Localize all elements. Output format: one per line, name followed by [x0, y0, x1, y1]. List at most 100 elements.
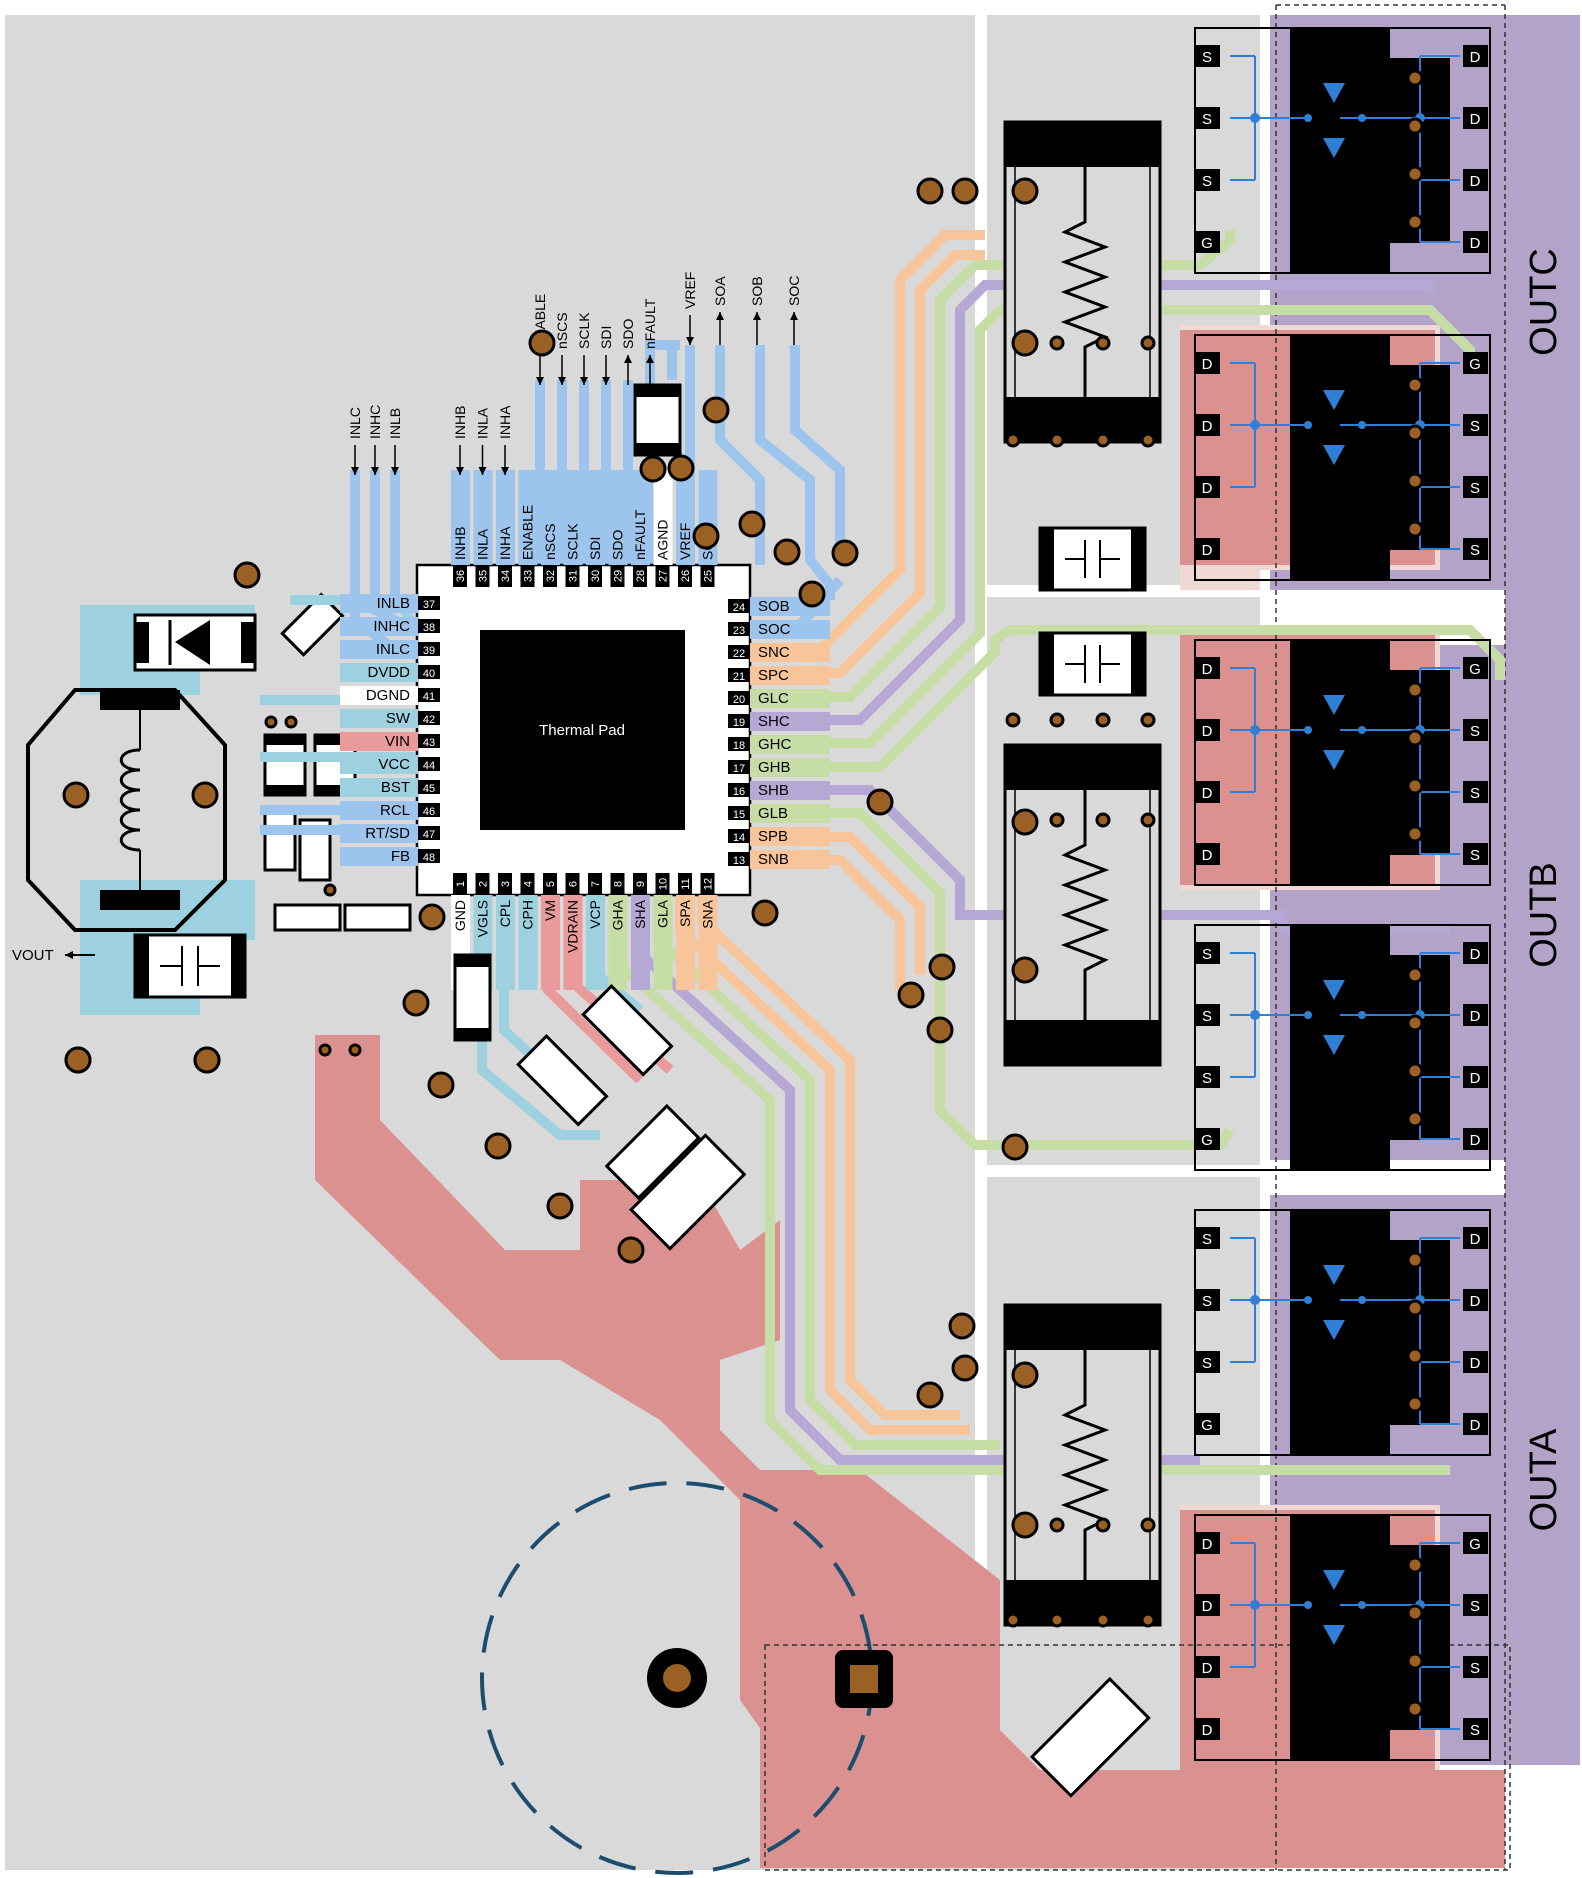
mosfet-pin	[1195, 1351, 1220, 1373]
diode-symbol	[1323, 750, 1345, 770]
mosfet-pin-label: S	[1470, 785, 1480, 802]
via	[1406, 1299, 1424, 1317]
signal-label: INLB	[387, 408, 403, 439]
mosfet-pin	[1463, 719, 1488, 741]
pin-label: SHB	[758, 782, 789, 799]
via	[1095, 1612, 1111, 1628]
mosfet-pin-label: S	[1202, 111, 1212, 128]
signal-label: VREF	[682, 272, 698, 309]
pin-label: VCC	[378, 756, 410, 773]
pin-pad	[728, 783, 750, 797]
pin-label: FB	[391, 848, 410, 865]
pin-number: 19	[733, 717, 745, 729]
shunt-resistor	[1003, 1303, 1162, 1627]
pin-number: 5	[545, 881, 557, 887]
pin-trace-soc	[750, 620, 830, 639]
mosfet-pin	[1463, 538, 1488, 560]
via	[1406, 1652, 1424, 1670]
pin-number: 15	[733, 809, 745, 821]
pin-pad	[588, 565, 602, 587]
pin-trace-enable	[518, 470, 538, 565]
shunt-terminal	[1005, 122, 1160, 167]
pin-label: VREF	[677, 523, 693, 560]
signal-label: INLA	[475, 407, 491, 439]
via	[402, 989, 430, 1017]
chip-pins-top: 36INHB35INLA34INHA33ENABLE32nSCS31SCLK30…	[451, 470, 718, 587]
pin-label: SHA	[632, 899, 648, 928]
mosfet-pin	[1463, 1532, 1488, 1554]
pin-pad	[520, 873, 535, 895]
mosfet-pin-label: D	[1470, 49, 1481, 66]
pin-label: SNC	[758, 644, 790, 661]
mosfet-pin	[1463, 414, 1488, 436]
via	[1140, 812, 1156, 828]
vref-cap	[633, 383, 682, 457]
signal-label: SOA	[712, 276, 728, 306]
pin-number: 22	[733, 648, 745, 660]
pin-pad	[728, 599, 750, 613]
mosfet-pin-label: D	[1470, 1417, 1481, 1434]
via	[1406, 825, 1424, 843]
diode-symbol	[1323, 83, 1345, 103]
signal-arrowhead	[716, 312, 724, 320]
pin-pad	[728, 668, 750, 682]
shunt-terminal	[1005, 745, 1160, 790]
via	[667, 454, 695, 482]
pin-trace-glc	[750, 689, 830, 708]
pin-pad	[728, 760, 750, 774]
pin-pad	[418, 826, 440, 840]
pin-number: 36	[455, 570, 467, 582]
via	[738, 510, 766, 538]
pin-trace-sna	[698, 895, 718, 990]
shunt-resistor	[1003, 743, 1162, 1067]
pin-trace-inhb	[451, 470, 470, 565]
mosfet-pin	[1463, 476, 1488, 498]
via	[1406, 520, 1424, 538]
via	[798, 580, 826, 608]
mosfet-pin	[1195, 1656, 1220, 1678]
via	[1005, 432, 1021, 448]
pin-pad	[728, 806, 750, 820]
mosfet-pin-label: G	[1469, 1536, 1481, 1553]
pin-trace-sha	[631, 895, 650, 990]
mosfet-body	[1290, 925, 1390, 1170]
pin-pad	[633, 873, 647, 895]
pin-label: SPC	[758, 667, 789, 684]
junction-dot	[1358, 1296, 1366, 1304]
via	[928, 953, 956, 981]
diode-symbol	[1323, 445, 1345, 465]
junction-dot	[1250, 1295, 1260, 1305]
pin-number: 2	[478, 881, 490, 887]
mosfet-pin-label: D	[1470, 1008, 1481, 1025]
shunt-terminal	[1005, 1580, 1160, 1625]
mosfet-pin	[1195, 169, 1220, 191]
shunt-terminal	[1005, 397, 1160, 442]
pin-trace-nfault	[631, 470, 650, 565]
pin-number: 32	[545, 570, 557, 582]
pin-number: 44	[423, 760, 435, 772]
mosfet-pin	[1463, 843, 1488, 865]
mosfet-pin	[1463, 781, 1488, 803]
mosfet-pin-label: S	[1202, 1008, 1212, 1025]
pin-pad	[565, 565, 580, 587]
mosfet-pin	[1463, 657, 1488, 679]
mosfet-pin	[1195, 538, 1220, 560]
via	[1406, 1395, 1424, 1413]
signal-arrowhead	[602, 377, 610, 385]
pin-trace-sclk	[563, 470, 583, 565]
signal-label: INLC	[347, 407, 363, 439]
via	[1406, 777, 1424, 795]
pin-trace-spc	[750, 666, 830, 685]
signal-arrowhead	[624, 355, 632, 363]
mosfet-pin-label: G	[1469, 356, 1481, 373]
shunt-outline	[1014, 1350, 1151, 1580]
via	[1011, 1511, 1039, 1539]
pin-number: 7	[590, 881, 602, 887]
signal-label: SOC	[786, 276, 802, 306]
junction-dot	[1250, 1010, 1260, 1020]
